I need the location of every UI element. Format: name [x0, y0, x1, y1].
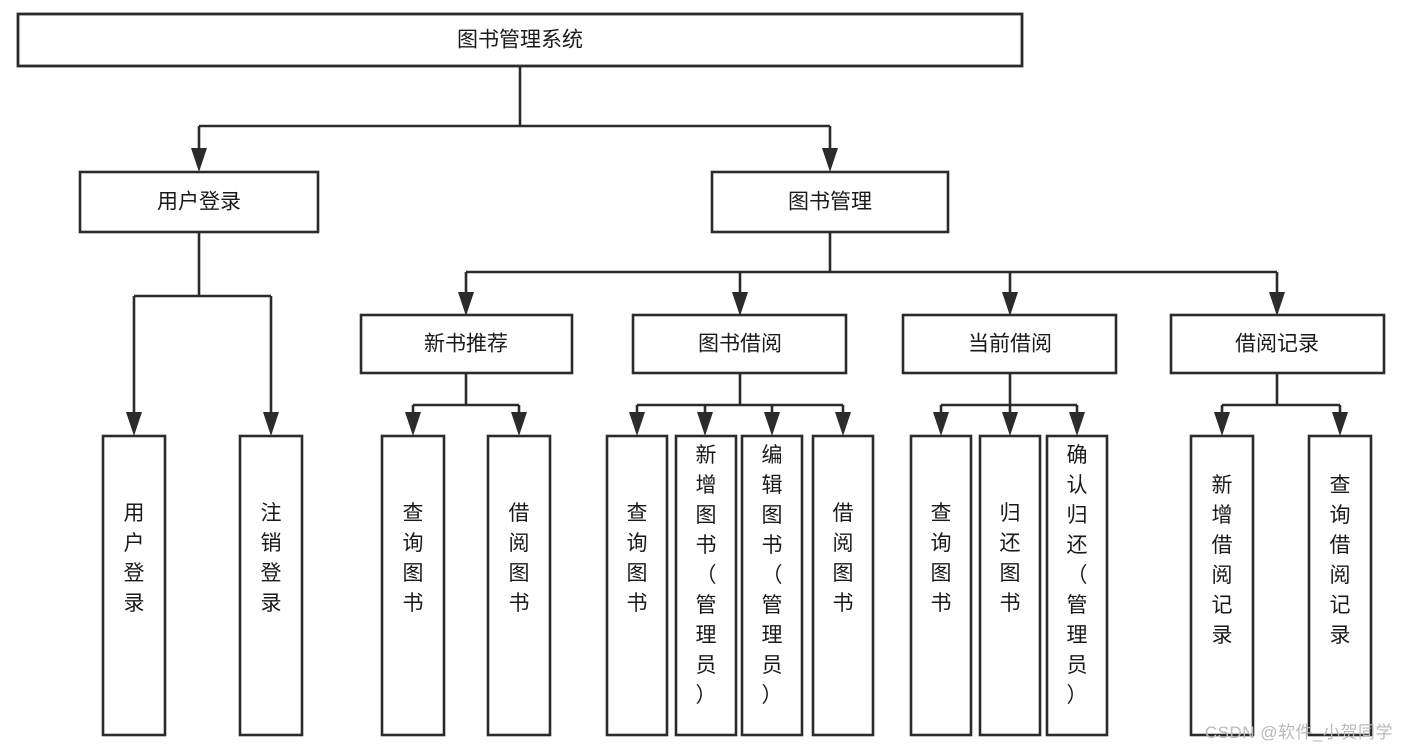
node-book-management-box[interactable]	[710, 170, 950, 234]
node-leaf-logout-login-label: 注销登录	[261, 502, 282, 615]
node-root-label: 图书管理系统	[457, 29, 583, 52]
node-current-borrow-box[interactable]	[901, 313, 1118, 375]
arrowhead-userlogin	[191, 148, 207, 172]
node-leaf-borrow-book-1-box[interactable]	[486, 434, 552, 737]
node-leaf-confirm-return-box[interactable]	[1045, 434, 1109, 737]
node-leaf-add-book-box[interactable]	[674, 434, 738, 737]
node-leaf-add-book-label: 新增图书（管理员）	[696, 444, 717, 707]
node-leaf-user-login[interactable]: 用户登录	[101, 434, 167, 737]
node-leaf-add-record-label: 新增借阅记录	[1212, 474, 1233, 647]
node-user-login-box[interactable]	[78, 170, 320, 234]
node-book-borrow-label: 图书借阅	[698, 333, 782, 356]
arrowhead-leaf-borrow-book-2	[835, 412, 851, 436]
node-root-box[interactable]	[16, 12, 1024, 68]
node-leaf-user-login-label: 用户登录	[124, 502, 145, 615]
node-book-borrow-box[interactable]	[631, 313, 848, 375]
node-book-management[interactable]: 图书管理	[710, 170, 950, 234]
node-leaf-user-login-box[interactable]	[101, 434, 167, 737]
arrowhead-leaf-borrow-book-1	[511, 412, 527, 436]
node-root[interactable]: 图书管理系统	[16, 12, 1024, 68]
node-leaf-query-book-2[interactable]: 查询图书	[605, 434, 669, 737]
node-borrow-record-box[interactable]	[1169, 313, 1386, 375]
node-leaf-query-book-3-box[interactable]	[909, 434, 973, 737]
csdn-watermark: CSDN @软件_小贺同学	[1204, 723, 1393, 742]
node-leaf-query-book-1-label: 查询图书	[403, 502, 424, 615]
node-new-book-recommend-box[interactable]	[359, 313, 574, 375]
node-leaf-return-book-label: 归还图书	[1000, 502, 1021, 615]
arrowhead-leaf-query-book-2	[629, 412, 645, 436]
node-current-borrow-label: 当前借阅	[968, 333, 1052, 356]
node-leaf-add-record-box[interactable]	[1189, 434, 1255, 737]
node-leaf-confirm-return-label: 确认归还（管理员）	[1067, 444, 1088, 707]
node-leaf-borrow-book-2-box[interactable]	[811, 434, 875, 737]
arrowhead-leaf-user-login	[126, 412, 142, 436]
node-leaf-logout-login-box[interactable]	[238, 434, 304, 737]
node-leaf-query-record-box[interactable]	[1307, 434, 1373, 737]
arrowhead-bookmgmt	[822, 148, 838, 172]
node-leaf-borrow-book-2-label: 借阅图书	[833, 502, 854, 615]
arrowhead-leaf-query-book-3	[933, 412, 949, 436]
node-leaf-edit-book[interactable]: 编辑图书（管理员）	[740, 434, 804, 737]
arrowhead-leaf-logout-login	[263, 412, 279, 436]
node-leaf-query-book-1[interactable]: 查询图书	[380, 434, 446, 737]
node-book-management-label: 图书管理	[788, 191, 872, 214]
arrowhead-leaf-query-record	[1332, 412, 1348, 436]
node-user-login[interactable]: 用户登录	[78, 170, 320, 234]
node-current-borrow[interactable]: 当前借阅	[901, 313, 1118, 375]
node-leaf-edit-book-box[interactable]	[740, 434, 804, 737]
node-leaf-query-record[interactable]: 查询借阅记录	[1307, 434, 1373, 737]
arrowhead-leaf-add-book	[697, 412, 713, 436]
arrowhead-leaf-edit-book	[764, 412, 780, 436]
node-leaf-confirm-return[interactable]: 确认归还（管理员）	[1045, 434, 1109, 737]
arrowhead-leaf-confirm-return	[1069, 412, 1085, 436]
node-leaf-logout-login[interactable]: 注销登录	[238, 434, 304, 737]
node-leaf-return-book-box[interactable]	[978, 434, 1042, 737]
node-borrow-record[interactable]: 借阅记录	[1169, 313, 1386, 375]
node-leaf-add-record[interactable]: 新增借阅记录	[1189, 434, 1255, 737]
node-leaf-borrow-book-1-label: 借阅图书	[509, 502, 530, 615]
arrowhead-borrow-record	[1269, 292, 1285, 316]
node-user-login-label: 用户登录	[157, 191, 241, 214]
node-leaf-borrow-book-1[interactable]: 借阅图书	[486, 434, 552, 737]
node-borrow-record-label: 借阅记录	[1235, 333, 1319, 356]
node-leaf-query-book-2-box[interactable]	[605, 434, 669, 737]
connector-group	[126, 66, 1348, 436]
arrowhead-current-borrow	[1002, 292, 1018, 316]
node-leaf-return-book[interactable]: 归还图书	[978, 434, 1042, 737]
node-new-book-recommend-label: 新书推荐	[424, 333, 508, 356]
node-leaf-borrow-book-2[interactable]: 借阅图书	[811, 434, 875, 737]
node-leaf-query-book-1-box[interactable]	[380, 434, 446, 737]
arrowhead-leaf-query-book-1	[405, 412, 421, 436]
arrowhead-leaf-add-record	[1214, 412, 1230, 436]
node-leaf-query-book-2-label: 查询图书	[627, 502, 648, 615]
node-leaf-add-book[interactable]: 新增图书（管理员）	[674, 434, 738, 737]
node-leaf-query-book-3[interactable]: 查询图书	[909, 434, 973, 737]
node-leaf-edit-book-label: 编辑图书（管理员）	[762, 444, 783, 707]
arrowhead-book-borrow	[732, 292, 748, 316]
node-leaf-query-record-label: 查询借阅记录	[1330, 474, 1351, 647]
node-new-book-recommend[interactable]: 新书推荐	[359, 313, 574, 375]
node-book-borrow[interactable]: 图书借阅	[631, 313, 848, 375]
arrowhead-new-book-recommend	[458, 292, 474, 316]
arrowhead-leaf-return-book	[1002, 412, 1018, 436]
node-leaf-query-book-3-label: 查询图书	[931, 502, 952, 615]
